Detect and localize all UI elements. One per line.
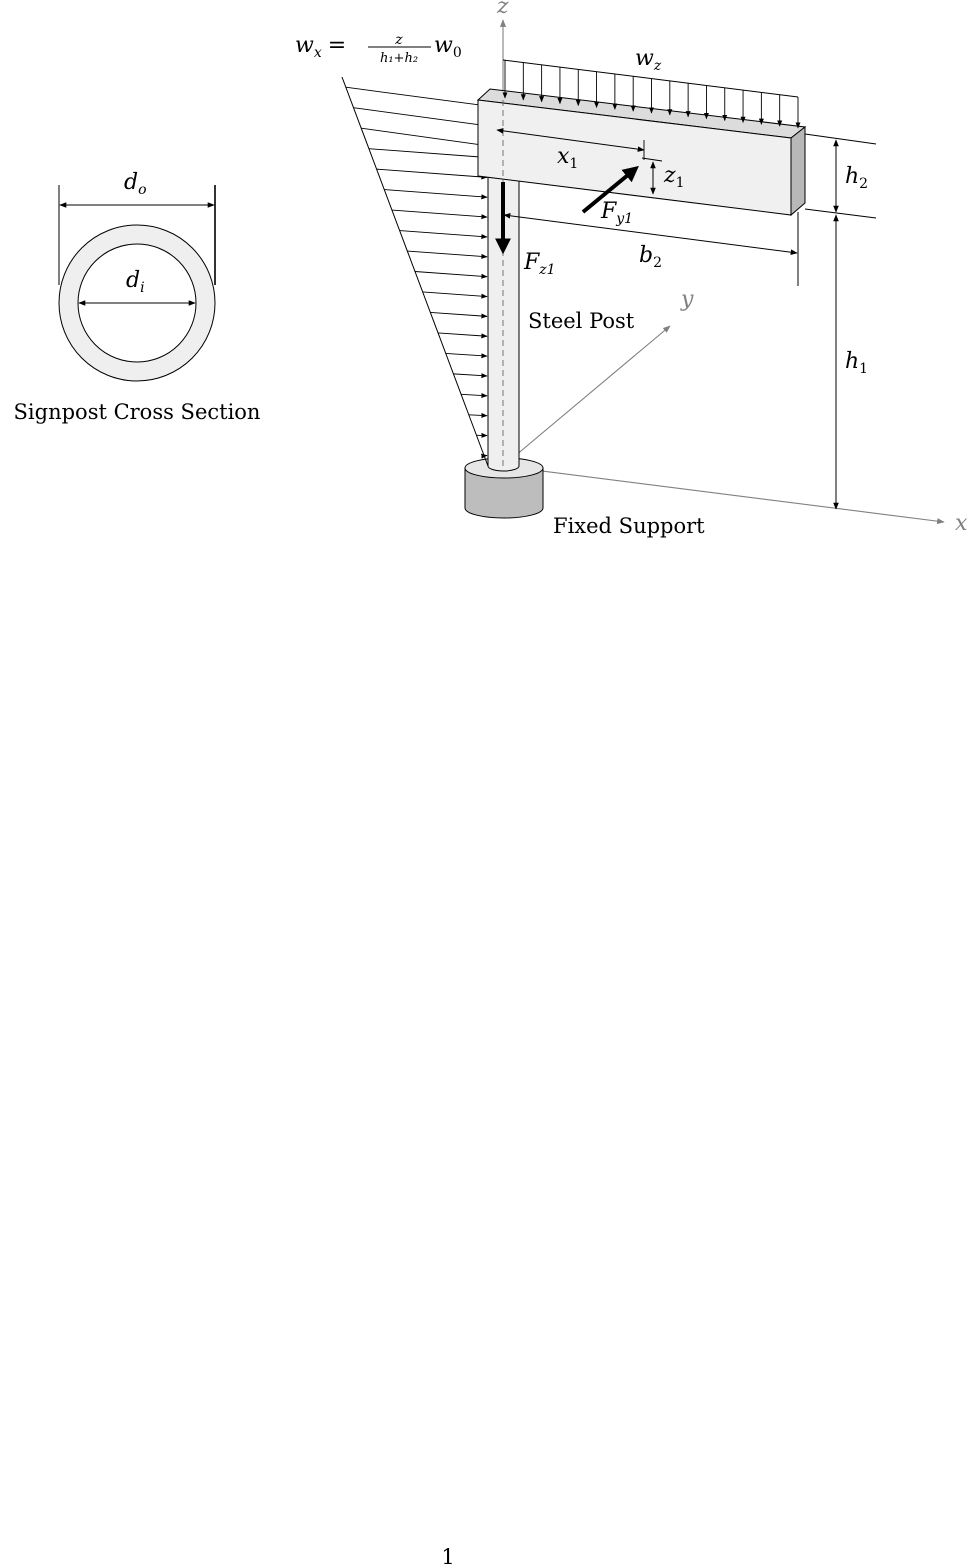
wind-load-arrow bbox=[376, 168, 488, 180]
wind-load-arrow bbox=[361, 127, 488, 148]
page-number: 1 bbox=[441, 1545, 454, 1566]
sign-side-face bbox=[790, 125, 806, 217]
wind-load-arrow bbox=[453, 373, 488, 379]
fixed-support: Fixed Support bbox=[464, 457, 705, 538]
post-label: Steel Post bbox=[528, 309, 635, 333]
wind-load-arrow bbox=[384, 189, 488, 200]
wind-load-arrow bbox=[461, 392, 488, 399]
b2-dimension bbox=[503, 213, 798, 255]
wind-load-arrow bbox=[430, 311, 488, 319]
y-axis bbox=[502, 325, 671, 467]
wind-load-arrow bbox=[445, 352, 488, 359]
outer-diameter-label: do bbox=[124, 170, 147, 198]
top-load-arrows bbox=[502, 60, 801, 129]
wind-load-arrow bbox=[345, 86, 488, 108]
sign-board bbox=[476, 88, 807, 217]
x1-label: x1 bbox=[557, 144, 578, 172]
b2-label: b2 bbox=[639, 243, 662, 271]
wind-load-arrow bbox=[414, 271, 488, 279]
wind-load-arrow bbox=[438, 332, 488, 339]
wind-load-arrow bbox=[407, 250, 488, 259]
force-fy1-label: Fy1 bbox=[600, 199, 633, 227]
x-axis-label: x bbox=[955, 511, 968, 536]
force-fy1-arrow bbox=[581, 165, 639, 214]
wind-load-equation: wx= bbox=[295, 33, 346, 61]
h2-label: h2 bbox=[845, 164, 868, 192]
wind-load: wx= z h₁+h₂ w0 bbox=[295, 32, 489, 467]
wind-load-arrow bbox=[391, 209, 488, 220]
cross-section-caption: Signpost Cross Section bbox=[14, 400, 261, 424]
inner-diameter-label: di bbox=[126, 268, 145, 296]
z1-label: z1 bbox=[663, 163, 685, 191]
wind-load-arrows bbox=[345, 86, 488, 459]
wind-load-arrow bbox=[468, 412, 488, 418]
wind-load-denominator: h₁+h₂ bbox=[380, 51, 418, 66]
wind-load-w0: w0 bbox=[434, 33, 462, 61]
cross-section: do di Signpost Cross Section bbox=[14, 170, 261, 424]
wind-load-arrow bbox=[368, 148, 488, 160]
x1-dimension bbox=[496, 128, 645, 152]
x-axis bbox=[502, 465, 945, 525]
wind-load-arrow bbox=[422, 291, 488, 299]
h1-label: h1 bbox=[845, 349, 868, 377]
z-axis-label: z bbox=[496, 0, 509, 19]
top-load: wz bbox=[502, 46, 801, 129]
force-fz1-label: Fz1 bbox=[523, 250, 556, 278]
top-load-label: wz bbox=[635, 46, 662, 74]
support-label: Fixed Support bbox=[553, 514, 705, 538]
wind-load-arrow bbox=[399, 230, 488, 240]
wind-load-numerator: z bbox=[394, 32, 403, 48]
y-axis-label: y bbox=[680, 287, 694, 312]
axes: x y z bbox=[496, 0, 968, 536]
wind-load-arrow bbox=[353, 107, 488, 128]
dimensions: x1 z1 b2 h2 h1 bbox=[496, 128, 877, 510]
forces: Fy1 Fz1 bbox=[495, 165, 639, 278]
